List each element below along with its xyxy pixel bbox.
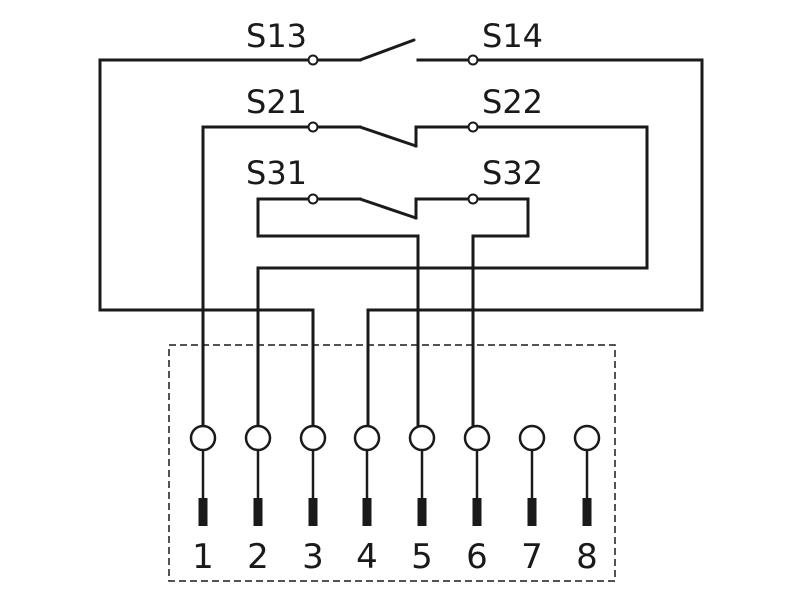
stop-s32 <box>414 197 475 220</box>
pin-contact <box>362 498 372 526</box>
pin-number: 2 <box>247 537 269 577</box>
terminal-s14 <box>467 54 479 66</box>
pin-number: 6 <box>466 537 488 577</box>
terminal-s22 <box>467 121 479 133</box>
pin-terminal <box>189 424 217 452</box>
pin-6: 6 <box>463 424 491 577</box>
switch-blade-no <box>358 38 416 62</box>
pin-contact <box>582 498 592 526</box>
pin-number: 8 <box>576 537 598 577</box>
pin-contact <box>527 498 537 526</box>
pin-number: 1 <box>192 537 214 577</box>
terminal-s31 <box>307 193 319 205</box>
pin-terminal <box>353 424 381 452</box>
pin-number: 5 <box>411 537 433 577</box>
label-s13: S13 <box>246 17 307 55</box>
switch-blade-nc-1 <box>358 125 418 148</box>
label-s31: S31 <box>246 154 307 192</box>
wire-s31 <box>256 197 420 427</box>
pin-contact <box>253 498 263 526</box>
pin-terminal <box>244 424 272 452</box>
connector-housing <box>168 344 616 582</box>
wire-s22 <box>256 125 649 427</box>
pin-contact <box>417 498 427 526</box>
label-s14: S14 <box>482 17 543 55</box>
pin-terminal <box>299 424 327 452</box>
switch-blade-nc-2 <box>358 197 418 220</box>
stop-s22 <box>414 125 475 148</box>
label-s32: S32 <box>482 154 543 192</box>
terminal-s13 <box>307 54 319 66</box>
pin-7: 7 <box>518 424 546 577</box>
pin-terminal <box>408 424 436 452</box>
pin-terminal <box>518 424 546 452</box>
wire-s13 <box>98 58 315 427</box>
pin-number: 4 <box>356 537 378 577</box>
pin-3: 3 <box>299 424 327 577</box>
label-s21: S21 <box>246 83 307 121</box>
pin-4: 4 <box>353 424 381 577</box>
label-s22: S22 <box>482 83 543 121</box>
pin-2: 2 <box>244 424 272 577</box>
contact-s31-s32 <box>256 193 530 427</box>
wire-s14 <box>366 58 704 427</box>
wire-s21 <box>201 125 315 427</box>
contact-s21-s22 <box>201 121 649 427</box>
pin-number: 7 <box>521 537 543 577</box>
terminal-s32 <box>467 193 479 205</box>
terminal-s21 <box>307 121 319 133</box>
pin-1: 1 <box>189 424 217 577</box>
pin-number: 3 <box>302 537 324 577</box>
pin-terminal <box>463 424 491 452</box>
pin-contact <box>198 498 208 526</box>
pin-terminal <box>573 424 601 452</box>
pin-contact <box>472 498 482 526</box>
pin-5: 5 <box>408 424 436 577</box>
contact-s13-s14 <box>98 38 704 427</box>
pin-8: 8 <box>573 424 601 577</box>
wire-s32 <box>471 197 530 427</box>
pin-contact <box>308 498 318 526</box>
